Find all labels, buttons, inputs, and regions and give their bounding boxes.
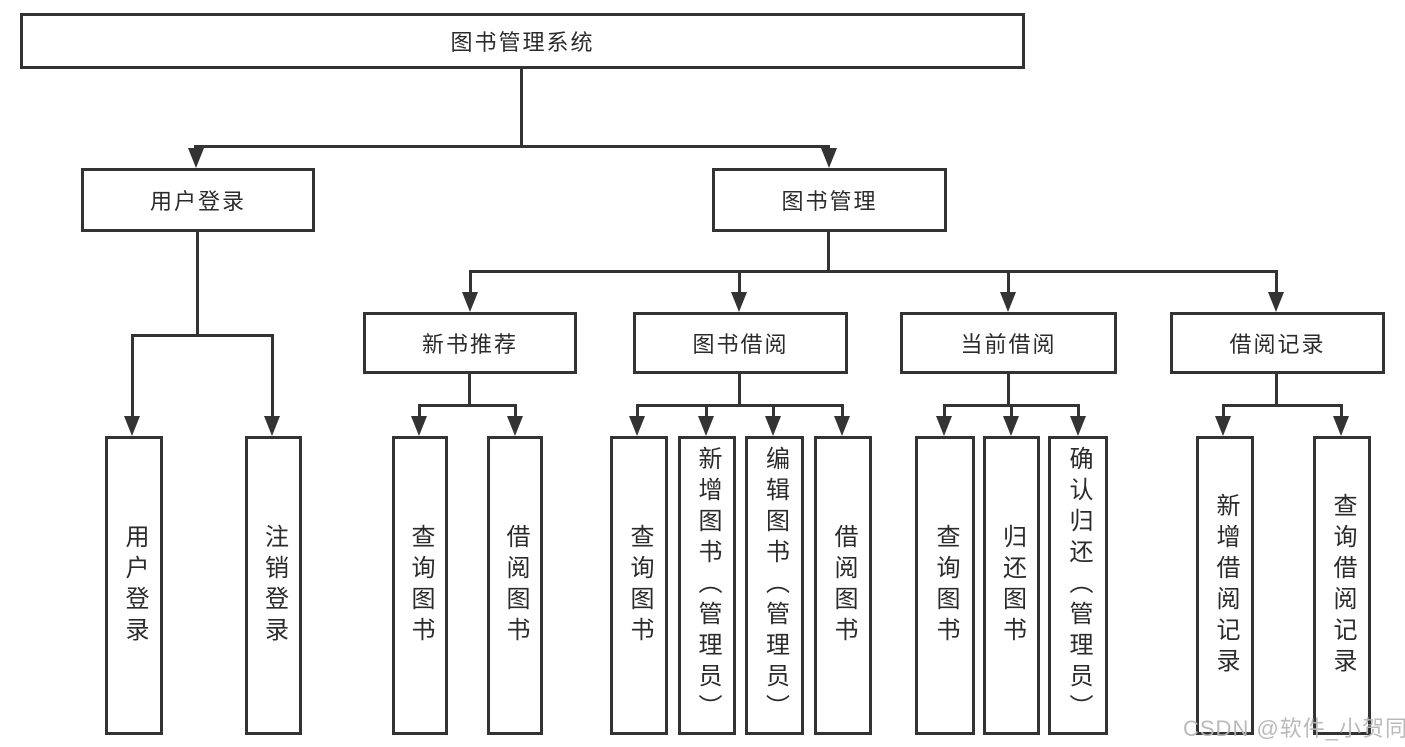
connector-line: [705, 407, 708, 416]
node-label: 新书推荐: [421, 332, 518, 357]
connector-line: [1275, 374, 1278, 407]
connector-line: [1340, 407, 1343, 416]
connector-line: [636, 407, 639, 416]
leaf-label: 新增借阅记录: [1212, 492, 1239, 679]
connector-line: [738, 273, 741, 292]
arrow-down-icon: [765, 416, 781, 436]
node-new-book-recommend: 新书推荐: [363, 312, 577, 374]
connector-line: [418, 407, 421, 416]
connector-line: [271, 337, 274, 416]
connector-line: [772, 407, 775, 416]
connector-line: [943, 404, 1080, 407]
leaf-label: 归还图书: [998, 523, 1026, 648]
leaf-edit-books-admin: 编辑图书（管理员）: [745, 436, 804, 735]
connector-line: [469, 273, 472, 292]
connector-line: [514, 407, 517, 416]
leaf-label: 查询借阅记录: [1329, 492, 1356, 679]
connector-line: [636, 404, 844, 407]
connector-line: [418, 404, 517, 407]
leaf-confirm-return-admin: 确认归还（管理员）: [1048, 436, 1108, 735]
node-label: 用户登录: [149, 189, 246, 214]
arrow-down-icon: [1003, 416, 1019, 436]
leaf-query-books-2: 查询图书: [610, 436, 668, 735]
arrow-down-icon: [834, 416, 850, 436]
connector-line: [1007, 374, 1010, 407]
connector-line: [131, 334, 274, 337]
connector-line: [1077, 407, 1080, 416]
arrow-down-icon: [821, 148, 837, 168]
arrow-down-icon: [124, 416, 140, 436]
node-borrow-record: 借阅记录: [1170, 312, 1385, 374]
arrow-down-icon: [698, 416, 714, 436]
connector-line: [196, 232, 199, 337]
csdn-watermark: CSDN @软件_小贺同学: [1183, 716, 1405, 741]
arrow-down-icon: [1215, 416, 1231, 436]
leaf-user-login: 用户登录: [105, 436, 163, 735]
connector-line: [738, 374, 741, 407]
leaf-add-books-admin: 新增图书（管理员）: [678, 436, 736, 735]
leaf-logout: 注销登录: [245, 436, 302, 735]
leaf-label: 新增图书（管理员）: [694, 446, 721, 725]
leaf-borrow-books-1: 借阅图书: [487, 436, 543, 735]
leaf-label: 编辑图书（管理员）: [761, 446, 789, 725]
node-label: 当前借阅: [960, 332, 1057, 357]
leaf-label: 查询图书: [932, 523, 959, 648]
arrow-down-icon: [507, 416, 523, 436]
connector-line: [827, 232, 830, 273]
node-label: 借阅记录: [1229, 332, 1326, 357]
connector-line: [841, 407, 844, 416]
node-user-login: 用户登录: [81, 168, 315, 232]
leaf-return-books: 归还图书: [983, 436, 1040, 735]
node-current-borrow: 当前借阅: [900, 312, 1117, 374]
connector-line: [194, 145, 830, 148]
leaf-query-books-3: 查询图书: [915, 436, 975, 735]
arrow-down-icon: [1333, 416, 1349, 436]
connector-line: [1010, 407, 1013, 416]
leaf-query-books-1: 查询图书: [392, 436, 448, 735]
node-book-borrow: 图书借阅: [633, 312, 848, 374]
node-book-management: 图书管理: [712, 168, 947, 232]
leaf-label: 用户登录: [121, 523, 148, 648]
connector-line: [1275, 273, 1278, 292]
connector-line: [1007, 273, 1010, 292]
node-label: 图书管理系统: [450, 30, 595, 55]
connector-line: [520, 69, 523, 148]
node-label: 图书管理: [781, 189, 878, 214]
leaf-label: 确认归还（管理员）: [1065, 446, 1092, 725]
connector-line: [943, 407, 946, 416]
connector-line: [469, 270, 1278, 273]
connector-line: [131, 337, 134, 416]
arrow-down-icon: [629, 416, 645, 436]
node-root-system: 图书管理系统: [20, 13, 1025, 69]
arrow-down-icon: [462, 292, 478, 312]
arrow-down-icon: [1268, 292, 1284, 312]
connector-line: [468, 374, 471, 407]
node-label: 图书借阅: [692, 332, 789, 357]
leaf-query-borrow-record: 查询借阅记录: [1313, 436, 1371, 735]
arrow-down-icon: [936, 416, 952, 436]
arrow-down-icon: [264, 416, 280, 436]
leaf-borrow-books-2: 借阅图书: [814, 436, 872, 735]
leaf-label: 查询图书: [626, 523, 653, 648]
leaf-label: 注销登录: [260, 523, 288, 648]
arrow-down-icon: [411, 416, 427, 436]
arrow-down-icon: [1070, 416, 1086, 436]
arrow-down-icon: [731, 292, 747, 312]
arrow-down-icon: [188, 148, 204, 168]
leaf-add-borrow-record: 新增借阅记录: [1196, 436, 1254, 735]
arrow-down-icon: [1000, 292, 1016, 312]
leaf-label: 借阅图书: [830, 523, 857, 648]
leaf-label: 借阅图书: [502, 523, 529, 648]
connector-line: [1222, 407, 1225, 416]
connector-line: [1222, 404, 1343, 407]
leaf-label: 查询图书: [407, 523, 434, 648]
